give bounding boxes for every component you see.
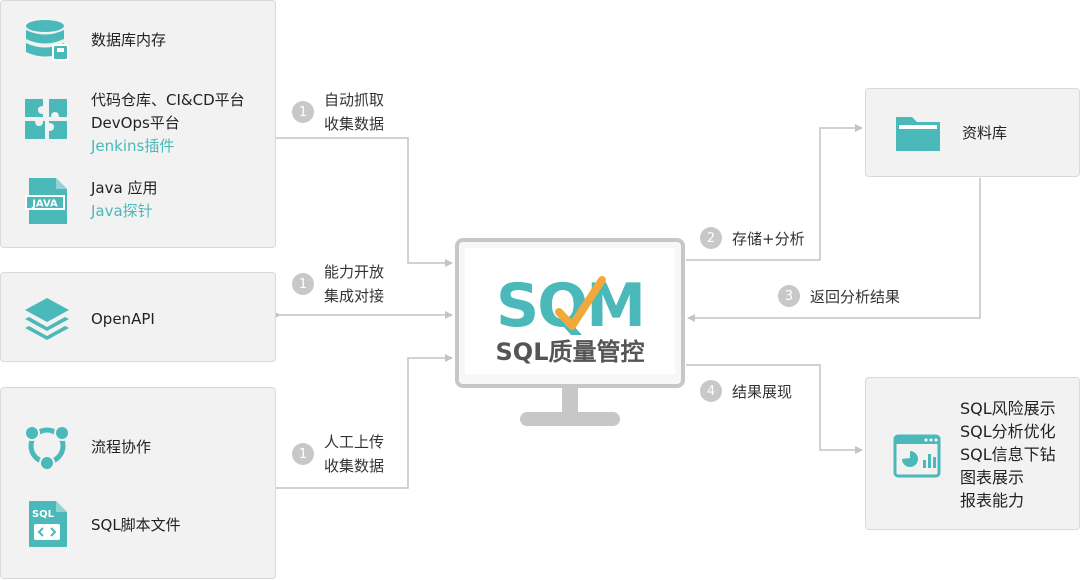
repo-sub: Jenkins插件: [91, 137, 175, 155]
java-line1: Java 应用: [91, 179, 158, 197]
java-file-icon: JAVA: [25, 178, 67, 224]
database-label: 数据库内存: [91, 31, 167, 49]
step-number-badge: 2: [700, 227, 722, 249]
display-item: 图表展示: [960, 468, 1025, 487]
sql-icon-text: SQL: [32, 509, 55, 520]
sqm-product-name: SQL质量管控: [496, 338, 645, 366]
step-number-badge: 1: [292, 101, 314, 123]
step-1-manual-upload: 1 人工上传收集数据: [292, 430, 384, 478]
step-number-badge: 4: [700, 380, 722, 402]
step-line1: 自动抓取: [324, 91, 385, 109]
step-line2: 收集数据: [324, 457, 385, 475]
source-openapi: OpenAPI: [23, 294, 155, 342]
source-java: JAVA Java 应用 Java探针: [23, 177, 157, 225]
output-box-display: [865, 377, 1080, 530]
step-label: 返回分析结果: [810, 287, 901, 306]
step-line1: 能力开放: [324, 263, 385, 281]
openapi-label: OpenAPI: [91, 310, 155, 328]
check-mark-icon: [555, 276, 606, 330]
monitor-display: [465, 248, 675, 374]
connector-display: [686, 364, 863, 454]
sqm-monitor: SQM SQL质量管控: [455, 238, 685, 426]
step-4-display: 4 结果展现: [700, 380, 792, 402]
repo-line1: 代码仓库、CI&CD平台: [91, 91, 245, 109]
monitor-base: [520, 412, 620, 426]
step-1-auto-collect: 1 自动抓取收集数据: [292, 88, 384, 136]
connector-return-result: [687, 178, 981, 322]
step-number-badge: 1: [292, 273, 314, 295]
sqm-logo-text: SQM: [496, 271, 644, 341]
step-1-open-integration: 1 能力开放集成对接: [292, 260, 384, 308]
step-line2: 集成对接: [324, 287, 385, 305]
step-2-store-analyze: 2 存储+分析: [700, 227, 805, 249]
step-number-badge: 3: [778, 285, 800, 307]
source-box-openapi: OpenAPI: [0, 272, 276, 362]
sql-file-icon: SQL: [29, 501, 67, 547]
display-item: SQL信息下钻: [960, 445, 1056, 464]
connector-bottom-source: [276, 354, 453, 489]
java-sub: Java探针: [91, 202, 153, 220]
repo-line2: DevOps平台: [91, 114, 180, 132]
layers-icon: [25, 298, 69, 340]
connector-store-analyze: [686, 124, 863, 261]
source-box-systems: 数据库内存 代码仓库、CI&CD平台 DevOps平台 Jenkins插件 JA…: [0, 0, 276, 248]
output-box-library: 资料库: [865, 88, 1080, 177]
step-3-return-result: 3 返回分析结果: [778, 285, 900, 307]
source-workflow: 流程协作: [23, 422, 151, 470]
step-label: 结果展现: [732, 382, 793, 401]
puzzle-icon: [25, 99, 67, 139]
display-item: SQL分析优化: [960, 422, 1056, 441]
display-item: 报表能力: [960, 491, 1025, 510]
source-box-manual: 流程协作 SQL SQL脚本文件: [0, 387, 276, 579]
workflow-icon: [24, 425, 70, 470]
sqlfile-label: SQL脚本文件: [91, 516, 181, 534]
step-line2: 收集数据: [324, 115, 385, 133]
source-sqlfile: SQL SQL脚本文件: [23, 500, 181, 548]
source-database: 数据库内存: [23, 17, 166, 65]
output-library: 资料库: [894, 109, 1007, 157]
step-label: 存储+分析: [732, 229, 805, 248]
step-line1: 人工上传: [324, 433, 385, 451]
java-icon-text: JAVA: [31, 199, 58, 210]
database-icon: [26, 20, 69, 61]
connector-top-source: [276, 137, 453, 267]
workflow-label: 流程协作: [91, 438, 152, 456]
display-items: SQL风险展示 SQL分析优化 SQL信息下钻 图表展示 报表能力: [960, 397, 1056, 512]
folder-icon: [896, 117, 940, 151]
dashboard-icon: [893, 434, 941, 478]
monitor-neck: [562, 386, 578, 412]
display-item: SQL风险展示: [960, 399, 1056, 418]
source-repo: 代码仓库、CI&CD平台 DevOps平台 Jenkins插件: [23, 91, 245, 158]
library-label: 资料库: [962, 124, 1008, 142]
step-number-badge: 1: [292, 443, 314, 465]
